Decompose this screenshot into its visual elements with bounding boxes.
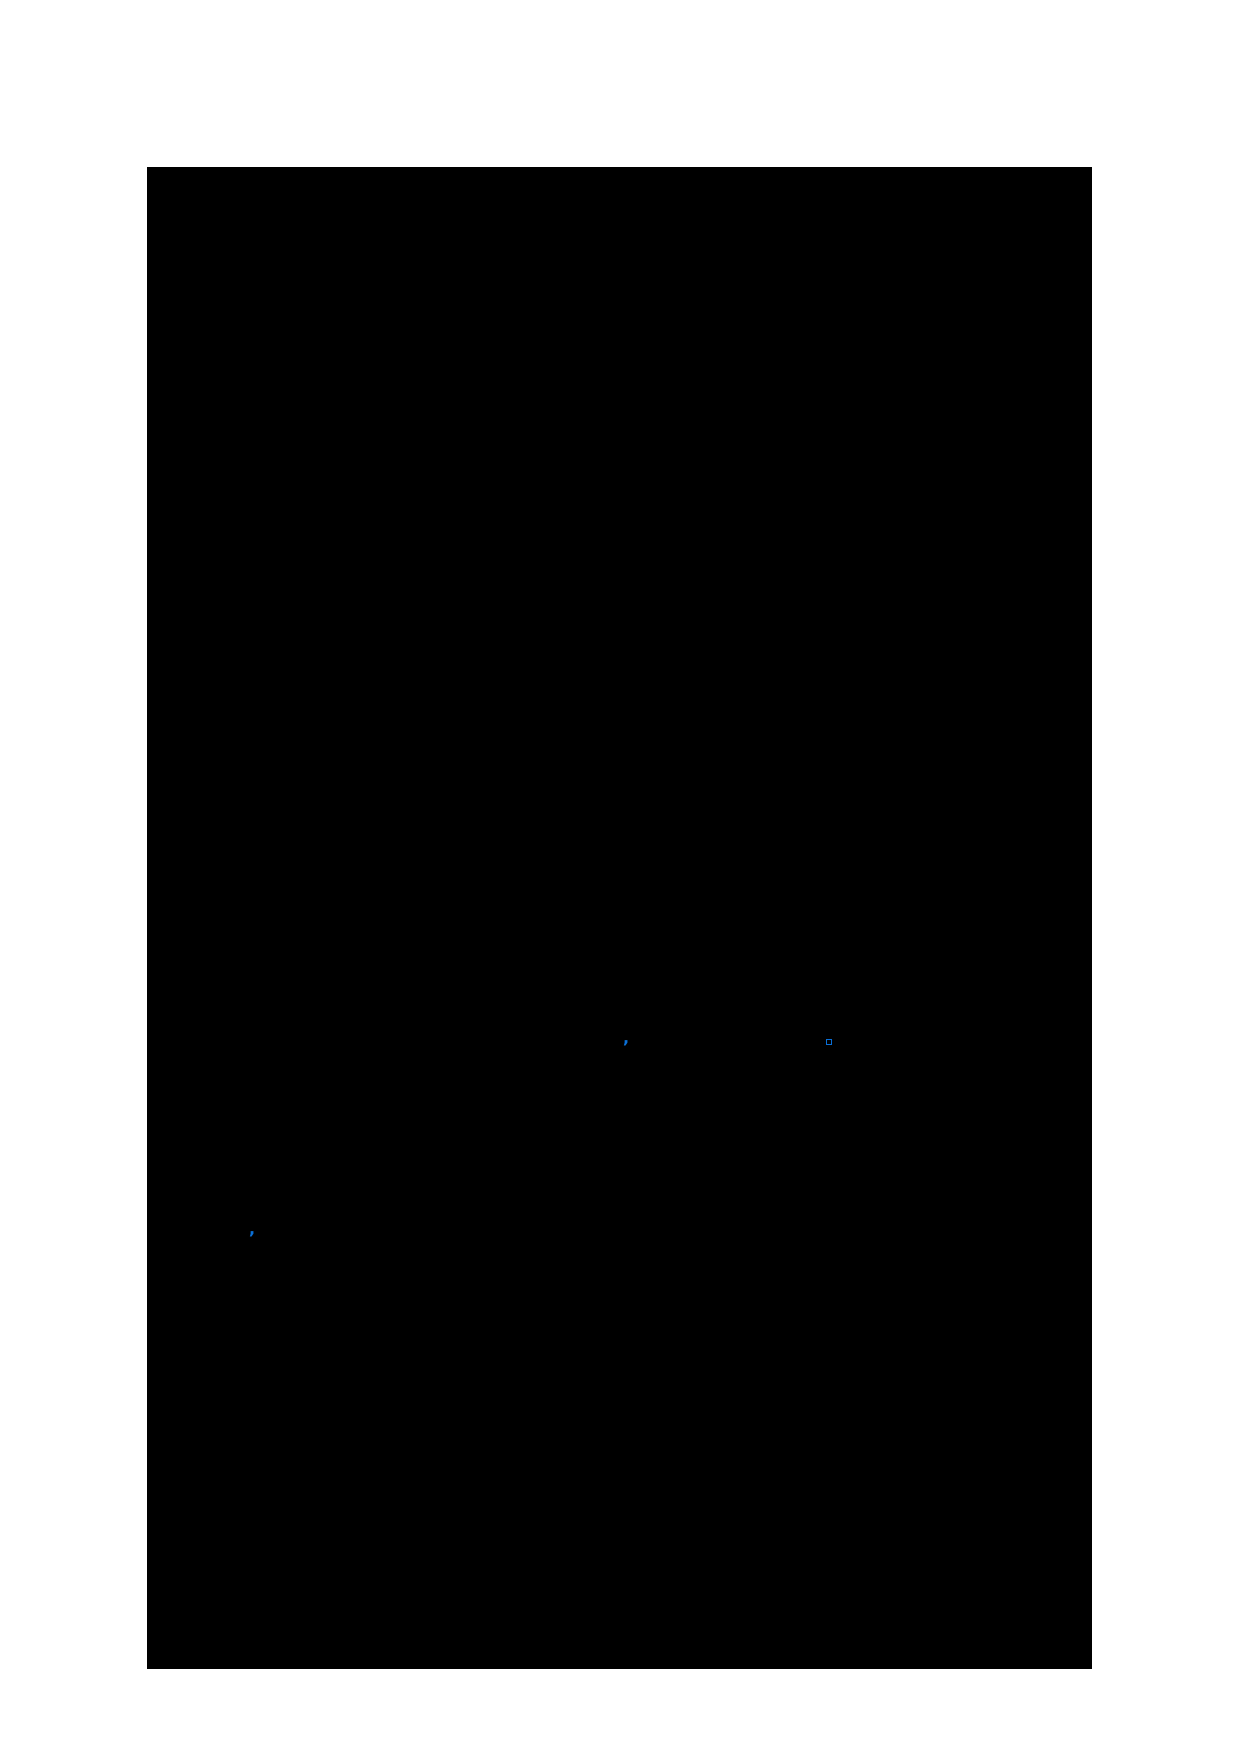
redaction-block	[147, 167, 1092, 1669]
residual-comma: ,	[249, 1219, 256, 1238]
residual-comma: ,	[623, 1028, 630, 1047]
square-box-icon	[826, 1039, 832, 1045]
